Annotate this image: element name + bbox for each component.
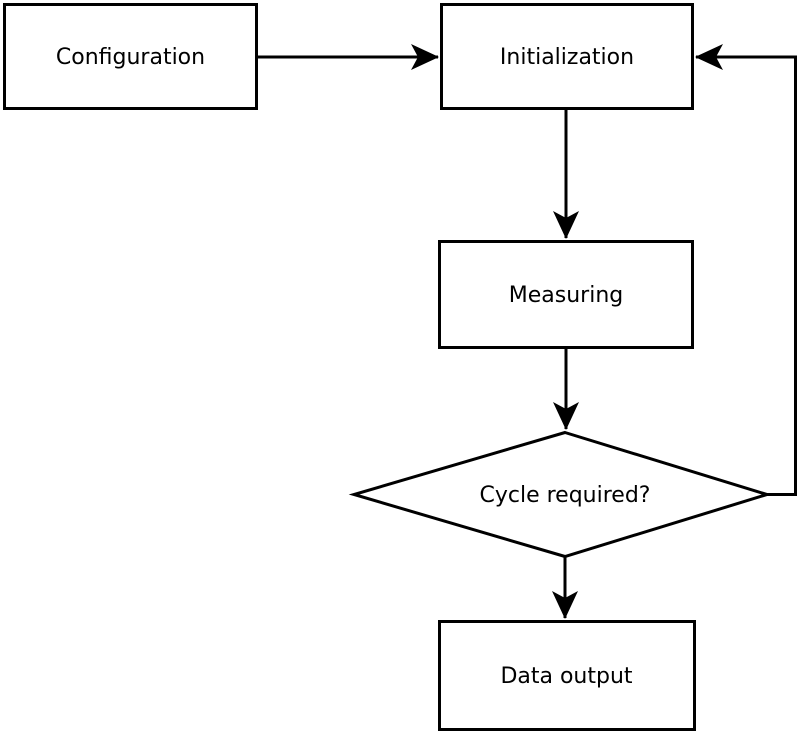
node-cycle-required-diamond (348, 430, 773, 559)
edge-cycle-required-to-initialization-feedback (695, 44, 797, 496)
node-measuring-label: Measuring (509, 283, 623, 308)
node-measuring: Measuring (438, 240, 694, 349)
node-data-output: Data output (438, 620, 696, 731)
node-cycle-required-label: Cycle required? (480, 483, 651, 508)
node-initialization: Initialization (440, 3, 694, 110)
node-initialization-label: Initialization (500, 45, 634, 70)
node-measuring-box (438, 240, 694, 349)
node-configuration: Configuration (3, 3, 258, 110)
node-cycle-required: Cycle required? (348, 430, 773, 559)
node-data-output-box (438, 620, 696, 731)
node-initialization-box (440, 3, 694, 110)
node-configuration-box (3, 3, 258, 110)
node-configuration-label: Configuration (56, 45, 205, 70)
node-data-output-label: Data output (500, 664, 632, 689)
